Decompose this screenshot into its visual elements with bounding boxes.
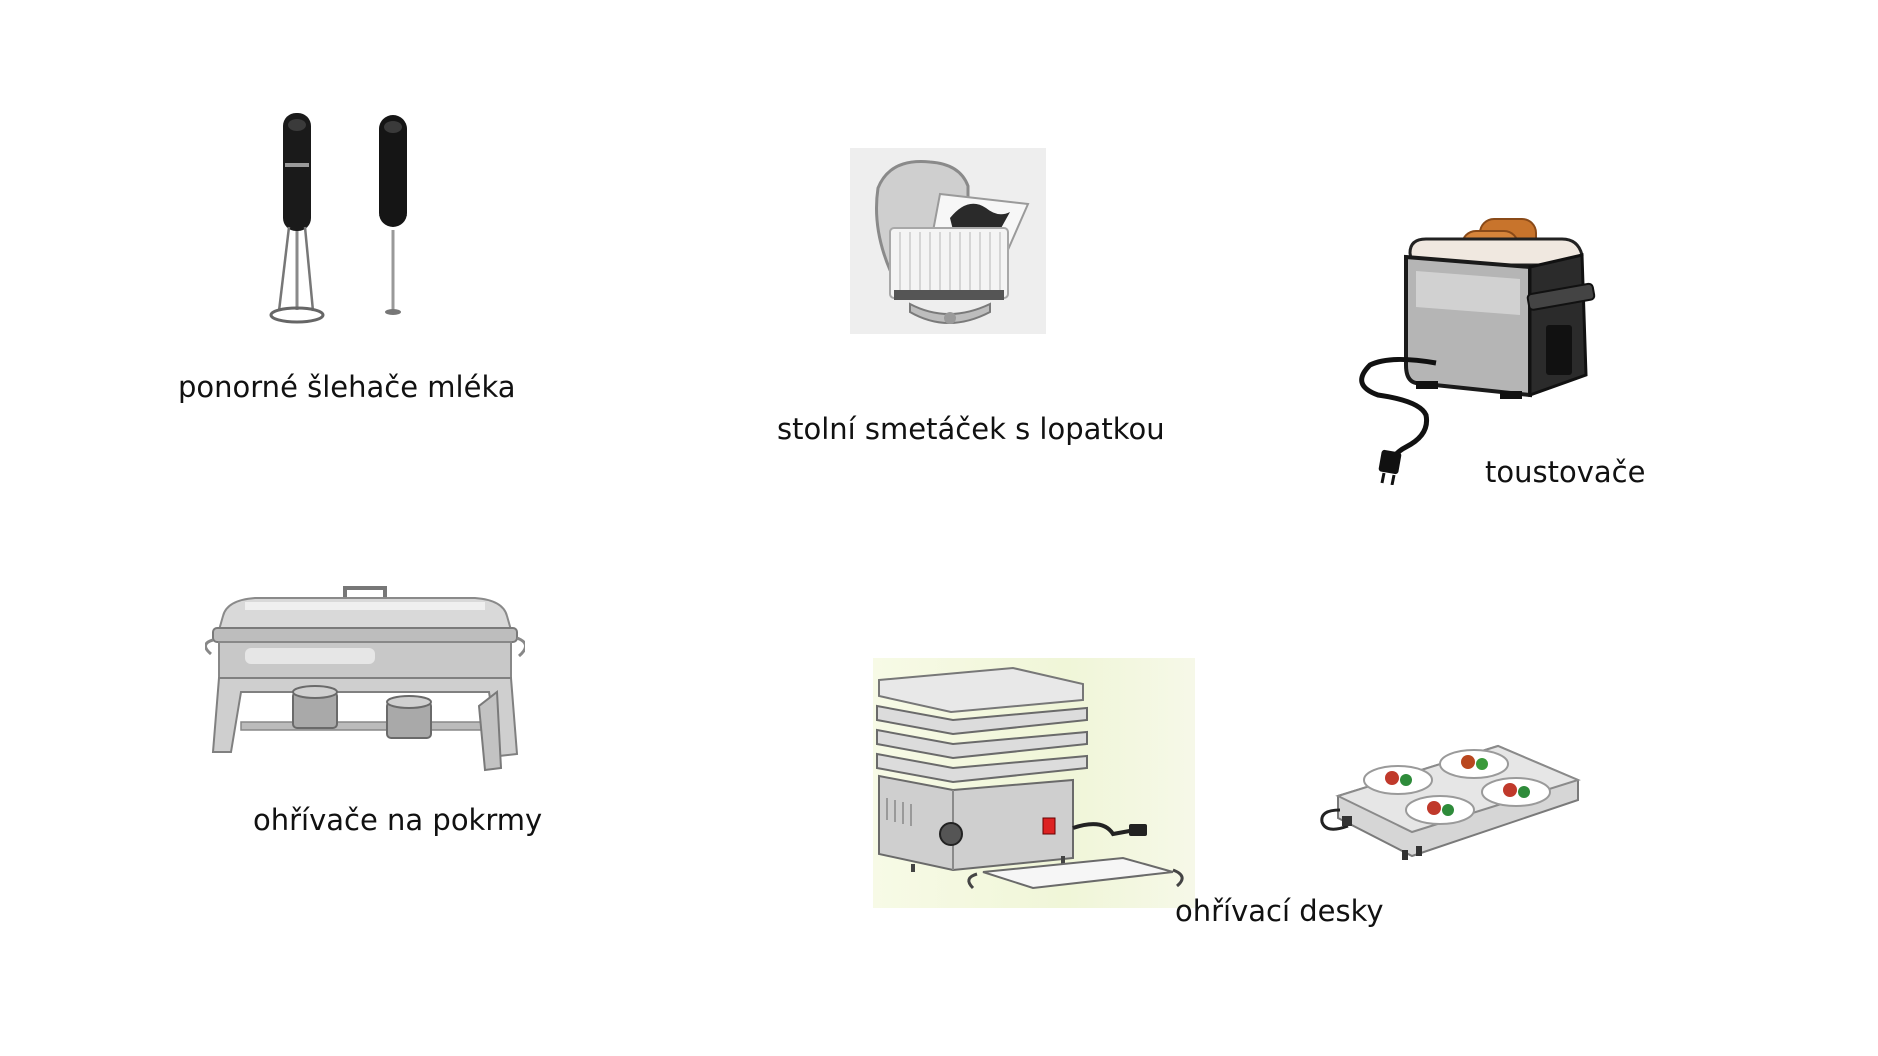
caption-warming-plates: ohřívací desky bbox=[1175, 894, 1384, 928]
toaster-icon bbox=[1350, 215, 1620, 485]
warming-plate-icon bbox=[873, 658, 1195, 908]
milk-frother-icon bbox=[255, 105, 435, 335]
caption-toasters: toustovače bbox=[1485, 455, 1646, 489]
caption-crumb-brush: stolní smetáček s lopatkou bbox=[777, 412, 1165, 446]
caption-chafing-dish: ohřívače na pokrmy bbox=[253, 803, 543, 837]
caption-milk-frothers: ponorné šlehače mléka bbox=[178, 370, 516, 404]
table-crumb-brush-icon bbox=[850, 148, 1046, 334]
warming-board-icon bbox=[1318, 740, 1584, 872]
chafing-dish-icon bbox=[205, 582, 525, 778]
